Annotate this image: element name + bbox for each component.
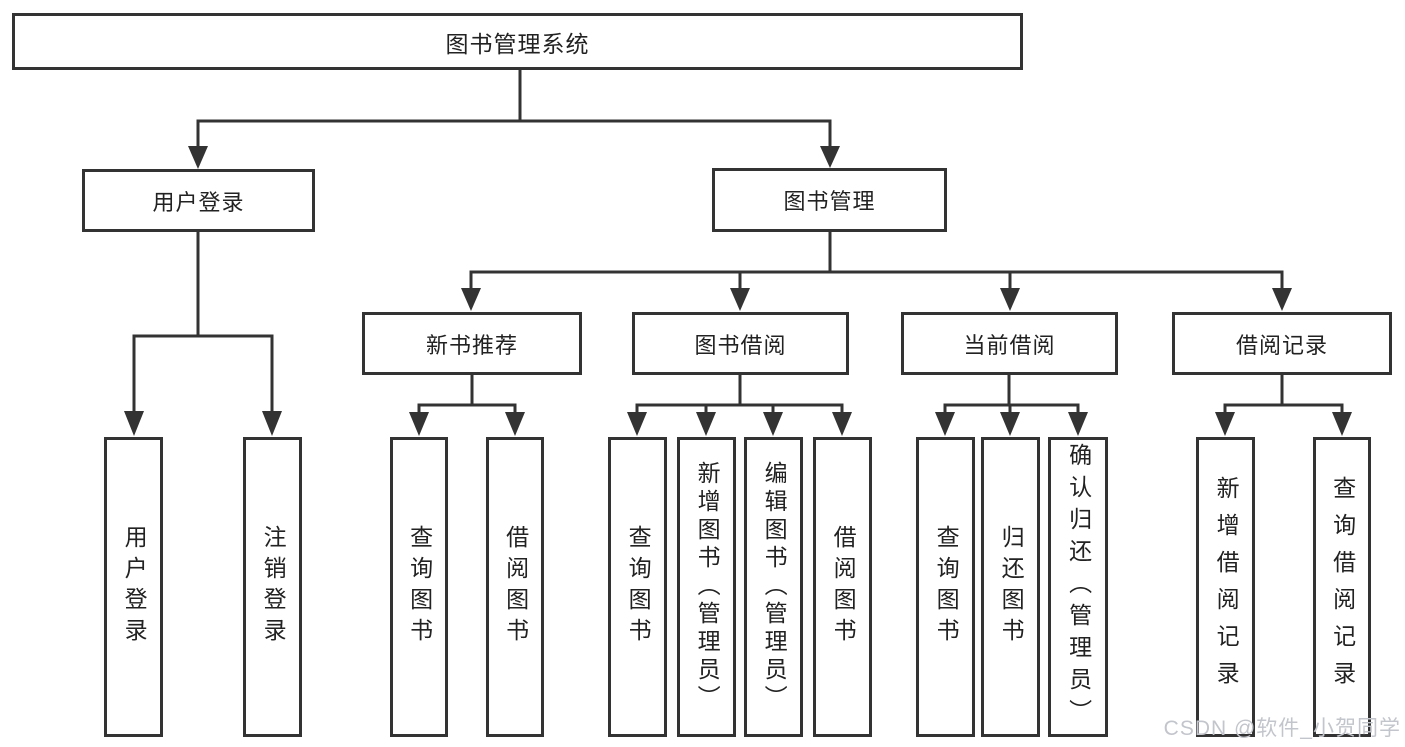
connector-user-login-branch bbox=[124, 232, 282, 436]
arrowhead-br-add bbox=[1215, 412, 1235, 436]
node-current-borrowing-label: 当前借阅 bbox=[963, 332, 1056, 358]
node-book-borrowing-label: 图书借阅 bbox=[694, 332, 787, 358]
node-bb-borrow-books-label: 借阅图书 bbox=[830, 525, 857, 649]
arrowhead-bb-add bbox=[696, 412, 716, 436]
node-br-query-record-label: 查询借阅记录 bbox=[1329, 476, 1356, 698]
connector-book-mgmt-branch bbox=[461, 232, 1292, 311]
node-bb-add-books-admin: 新增图书（管理员） bbox=[677, 437, 736, 737]
connector-borrow-records-branch bbox=[1215, 375, 1352, 436]
node-current-borrowing: 当前借阅 bbox=[901, 312, 1118, 375]
node-cb-return-books-label: 归还图书 bbox=[998, 525, 1025, 649]
arrowhead-current-borrow bbox=[1000, 288, 1020, 311]
connector-book-borrow-branch bbox=[627, 375, 852, 436]
node-bb-borrow-books: 借阅图书 bbox=[813, 437, 872, 737]
node-cb-confirm-return-admin-label: 确认归还（管理员） bbox=[1065, 443, 1092, 731]
arrowhead-bb-borrow bbox=[832, 412, 852, 436]
arrowhead-login-leaf bbox=[124, 411, 144, 436]
arrowhead-user-login bbox=[188, 146, 208, 169]
node-nbr-query-books-label: 查询图书 bbox=[406, 525, 433, 649]
arrowhead-new-book-rec bbox=[461, 288, 481, 311]
connector-root-branch bbox=[188, 70, 840, 169]
connector-current-borrow-branch bbox=[935, 375, 1088, 436]
node-logout-leaf-label: 注销登录 bbox=[260, 525, 287, 649]
node-bb-edit-books-admin-label: 编辑图书（管理员） bbox=[761, 461, 788, 713]
arrowhead-borrow-records bbox=[1272, 288, 1292, 311]
arrowhead-cb-confirm bbox=[1068, 412, 1088, 436]
arrowhead-bb-query bbox=[627, 412, 647, 436]
node-book-borrowing: 图书借阅 bbox=[632, 312, 849, 375]
arrowhead-cb-return bbox=[1000, 412, 1020, 436]
node-user-login-leaf-label: 用户登录 bbox=[121, 525, 148, 649]
node-new-book-recommend-label: 新书推荐 bbox=[425, 332, 518, 358]
arrowhead-cb-query bbox=[935, 412, 955, 436]
node-borrowing-records-label: 借阅记录 bbox=[1235, 332, 1328, 358]
node-nbr-borrow-books-label: 借阅图书 bbox=[502, 525, 529, 649]
arrowhead-nbr-borrow bbox=[505, 412, 525, 436]
node-bb-query-books: 查询图书 bbox=[608, 437, 667, 737]
csdn-watermark: CSDN @软件_小贺同学 bbox=[1163, 717, 1401, 740]
node-user-login: 用户登录 bbox=[82, 169, 315, 232]
node-library-system-root-label: 图书管理系统 bbox=[445, 30, 590, 57]
node-cb-return-books: 归还图书 bbox=[981, 437, 1040, 737]
arrowhead-br-query bbox=[1332, 412, 1352, 436]
node-nbr-query-books: 查询图书 bbox=[390, 437, 448, 737]
arrowhead-book-borrow bbox=[730, 288, 750, 311]
arrowhead-book-mgmt bbox=[820, 146, 840, 168]
node-nbr-borrow-books: 借阅图书 bbox=[486, 437, 544, 737]
connector-new-book-rec-branch bbox=[409, 375, 525, 436]
node-cb-confirm-return-admin: 确认归还（管理员） bbox=[1048, 437, 1108, 737]
node-book-management-label: 图书管理 bbox=[783, 189, 876, 214]
node-new-book-recommend: 新书推荐 bbox=[362, 312, 582, 375]
node-logout-leaf: 注销登录 bbox=[243, 437, 302, 737]
node-borrowing-records: 借阅记录 bbox=[1172, 312, 1392, 375]
node-br-query-record: 查询借阅记录 bbox=[1313, 437, 1371, 737]
node-cb-query-books: 查询图书 bbox=[916, 437, 975, 737]
node-user-login-label: 用户登录 bbox=[152, 189, 245, 215]
node-br-add-record-label: 新增借阅记录 bbox=[1213, 476, 1240, 698]
arrowhead-bb-edit bbox=[763, 412, 783, 436]
node-library-system-root: 图书管理系统 bbox=[12, 13, 1023, 70]
node-user-login-leaf: 用户登录 bbox=[104, 437, 163, 737]
node-book-management: 图书管理 bbox=[712, 168, 947, 232]
node-bb-edit-books-admin: 编辑图书（管理员） bbox=[744, 437, 803, 737]
node-bb-query-books-label: 查询图书 bbox=[625, 525, 652, 649]
node-bb-add-books-admin-label: 新增图书（管理员） bbox=[694, 461, 721, 713]
node-br-add-record: 新增借阅记录 bbox=[1196, 437, 1255, 737]
node-cb-query-books-label: 查询图书 bbox=[933, 525, 960, 649]
arrowhead-logout-leaf bbox=[262, 411, 282, 436]
arrowhead-nbr-query bbox=[409, 412, 429, 436]
